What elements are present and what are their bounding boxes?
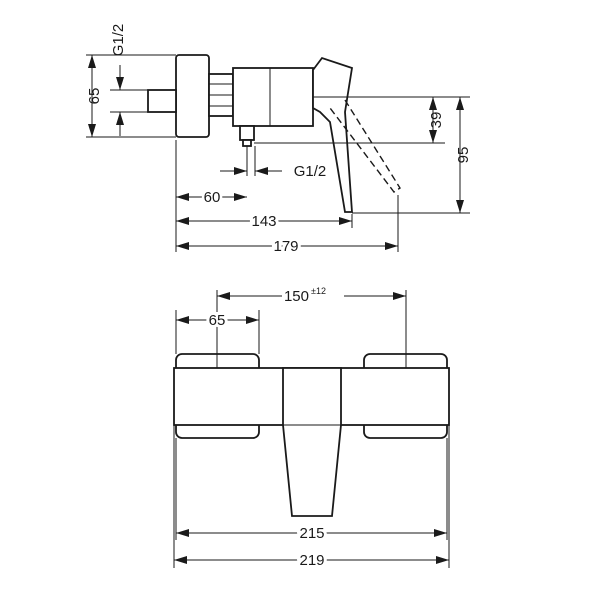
side-view: 65 G1/2 39 95 60 G1/2 143 bbox=[86, 24, 472, 258]
wall-escutcheon bbox=[175, 54, 210, 138]
front-view: 150 ±12 65 215 219 bbox=[173, 284, 450, 572]
dim-label-179: 179 bbox=[273, 238, 298, 255]
valve-body bbox=[232, 67, 314, 127]
dim-label-219: 219 bbox=[299, 552, 324, 569]
outlet-thread bbox=[242, 139, 252, 147]
dim-label-150: 150 bbox=[284, 288, 309, 305]
front-lever bbox=[282, 367, 342, 517]
dim-label-95: 95 bbox=[455, 147, 472, 164]
dim-label-215: 215 bbox=[299, 525, 324, 542]
lever-handle bbox=[312, 56, 354, 213]
outlet-connector bbox=[239, 125, 255, 141]
dim-label-150-tolerance: ±12 bbox=[311, 286, 326, 296]
dim-label-65-side: 65 bbox=[86, 88, 103, 105]
inlet-connector bbox=[147, 89, 177, 113]
dim-label-60: 60 bbox=[204, 189, 221, 206]
dim-label-143: 143 bbox=[251, 213, 276, 230]
dim-label-39: 39 bbox=[428, 112, 445, 129]
dim-label-65-front: 65 bbox=[209, 312, 226, 329]
dim-label-thread-outlet: G1/2 bbox=[294, 163, 327, 180]
dim-label-thread-inlet: G1/2 bbox=[110, 24, 127, 57]
